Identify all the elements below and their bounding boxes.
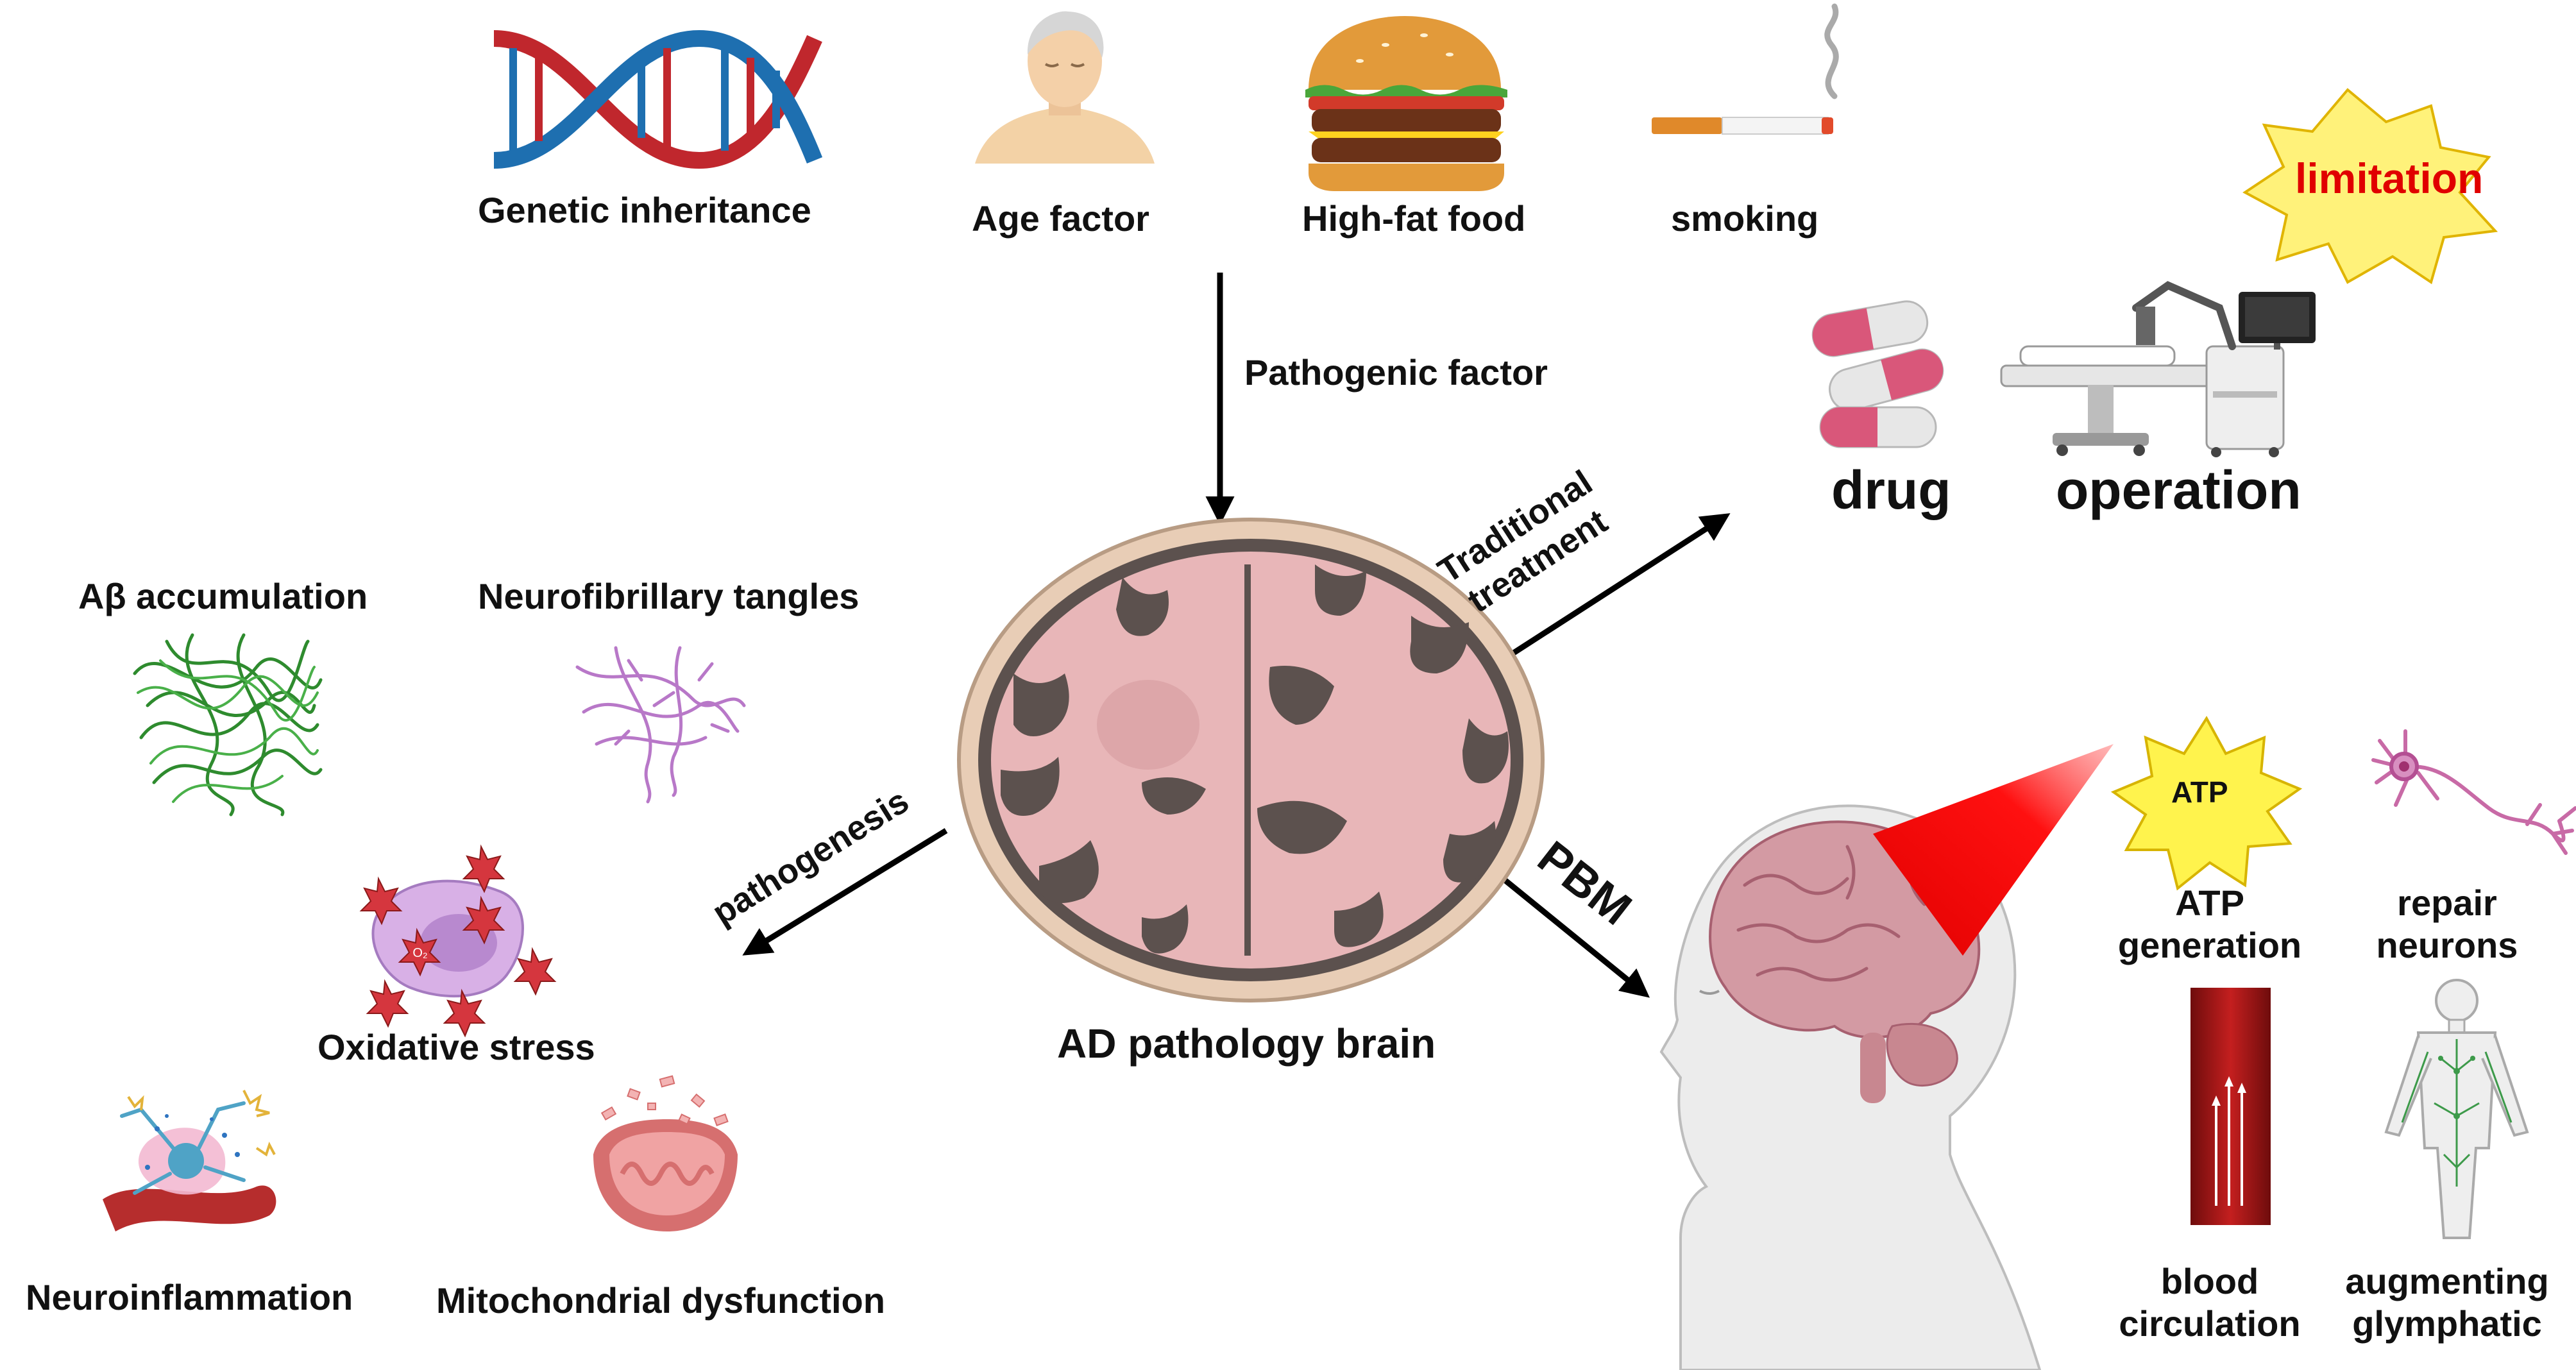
label-age-factor: Age factor: [972, 198, 1149, 239]
o2-symbol: O₂: [412, 946, 427, 960]
oxidative-stress-cell-icon: O₂: [359, 844, 557, 1038]
label-glymph-line1: augmenting: [2345, 1261, 2549, 1301]
label-atp-line2: generation: [2117, 925, 2302, 966]
label-ad-pathology-brain: AD pathology brain: [1057, 1020, 1436, 1067]
label-abeta-accumulation: Aβ accumulation: [78, 576, 368, 616]
label-repair-line2: neurons: [2376, 925, 2518, 966]
label-operation: operation: [2056, 460, 2301, 520]
label-pathogenic-factor: Pathogenic factor: [1244, 352, 1548, 393]
label-blood-circulation: blood circulation: [2104, 1260, 2316, 1345]
amyloid-fibrils-icon: [133, 633, 323, 816]
blood-vessel-icon: [2190, 988, 2271, 1225]
drug-pills-icon: [1811, 300, 1944, 448]
surgical-robot-icon: [2000, 281, 2316, 457]
cigarette-icon: [1652, 3, 1839, 135]
neuroinflammation-icon: [103, 1090, 276, 1231]
atp-burst-icon: [2110, 716, 2303, 891]
label-augmenting-glymphatic: augmenting glymphatic: [2341, 1260, 2553, 1345]
label-drug: drug: [1831, 460, 1951, 520]
neurofibrillary-tangles-icon: [575, 646, 746, 804]
burger-icon: [1305, 16, 1507, 191]
label-atp-generation: ATP generation: [2104, 882, 2316, 967]
neuron-icon: [2371, 729, 2576, 855]
label-repair-line1: repair: [2397, 883, 2497, 923]
label-high-fat-food: High-fat food: [1302, 198, 1526, 239]
elderly-person-icon: [975, 11, 1155, 164]
label-glymph-line2: glymphatic: [2352, 1303, 2542, 1344]
label-blood-line2: circulation: [2119, 1303, 2301, 1344]
damaged-mitochondria-icon: [593, 1075, 738, 1231]
pathogenesis-arrow: [742, 828, 948, 956]
label-blood-line1: blood: [2160, 1261, 2259, 1301]
ad-brain-cross-section-icon: [957, 518, 1545, 1002]
limitation-burst-icon: [2242, 88, 2498, 285]
label-limitation: limitation: [2295, 155, 2484, 202]
laser-light-beam-icon: [1873, 744, 2114, 956]
label-genetic-inheritance: Genetic inheritance: [478, 190, 811, 230]
label-atp-line1: ATP: [2175, 883, 2244, 923]
pbm-arrow: [1489, 867, 1650, 998]
label-atp-badge: ATP: [2171, 775, 2228, 809]
label-smoking: smoking: [1671, 198, 1819, 239]
label-neuroinflammation: Neuroinflammation: [26, 1277, 353, 1317]
dna-icon: [493, 30, 823, 169]
label-repair-neurons: repair neurons: [2341, 882, 2553, 967]
traditional-treatment-arrow: [1480, 513, 1731, 676]
label-mitochondrial-dysfunction: Mitochondrial dysfunction: [436, 1280, 885, 1321]
label-oxidative-stress: Oxidative stress: [318, 1027, 595, 1067]
label-neurofibrillary-tangles: Neurofibrillary tangles: [478, 576, 860, 616]
human-body-glymphatic-icon: [2384, 979, 2529, 1239]
